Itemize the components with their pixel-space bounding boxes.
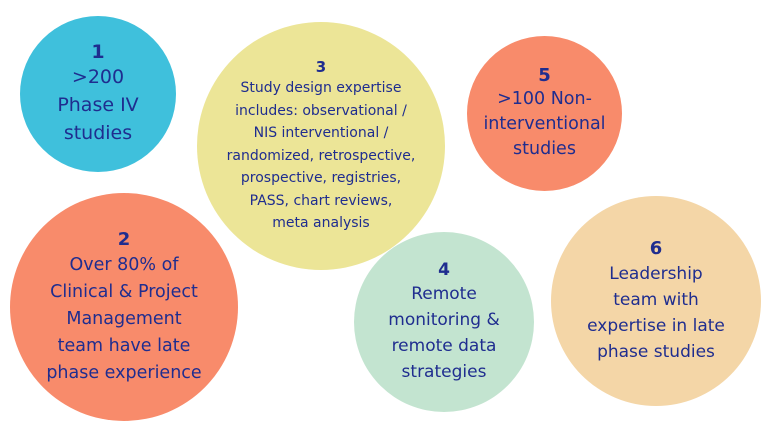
bubble-number: 6	[649, 238, 663, 259]
bubble-text: Study design expertise includes: observa…	[226, 80, 416, 232]
bubble-text: >100 Non- interventional studies	[483, 89, 606, 159]
bubble-number: 1	[91, 41, 105, 63]
bubble-number: 4	[438, 260, 450, 280]
bubble-text: Remote monitoring & remote data strategi…	[388, 284, 500, 382]
bubble-6: 6 Leadership team with expertise in late…	[551, 196, 761, 406]
bubble-number: 3	[315, 58, 327, 77]
bubble-number: 5	[538, 65, 551, 86]
bubble-text: Over 80% of Clinical & Project Managemen…	[46, 254, 202, 383]
bubble-4: 4 Remote monitoring & remote data strate…	[354, 232, 534, 412]
bubble-text: >200 Phase IV studies	[57, 66, 139, 144]
bubble-2: 2 Over 80% of Clinical & Project Managem…	[10, 193, 238, 421]
bubble-5: 5 >100 Non- interventional studies	[467, 36, 622, 191]
bubble-3: 3 Study design expertise includes: obser…	[197, 22, 445, 270]
bubble-number: 2	[117, 228, 131, 250]
bubble-text: Leadership team with expertise in late p…	[587, 264, 725, 362]
bubble-1: 1 >200 Phase IV studies	[20, 16, 176, 172]
